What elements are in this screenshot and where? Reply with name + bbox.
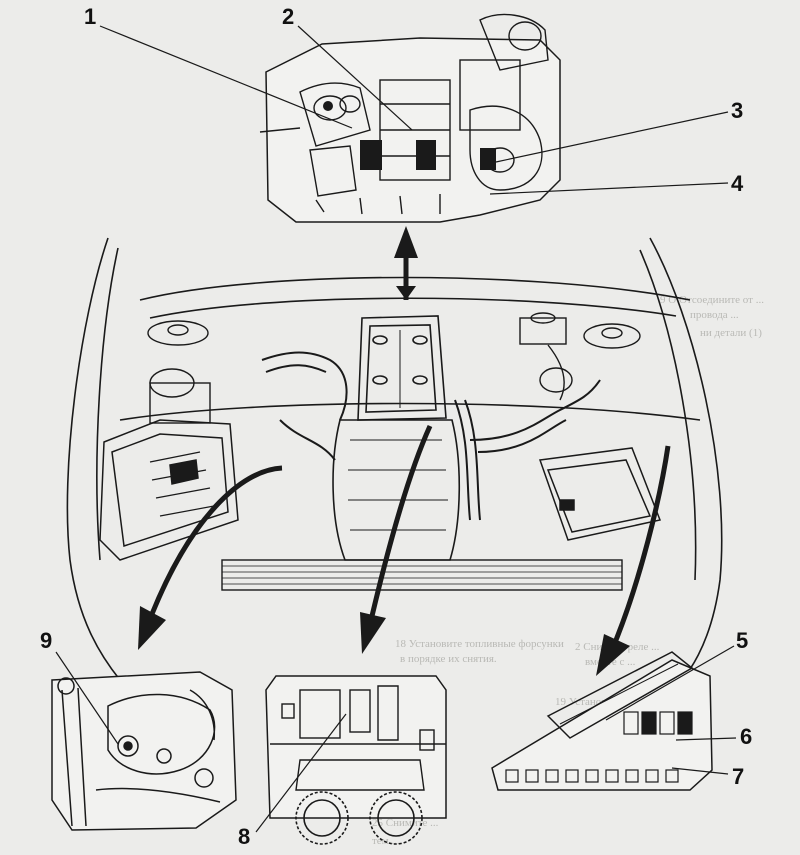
bleed-line: 9 О Отсоедините от ...: [660, 294, 764, 306]
cylinder-head: [357, 315, 447, 421]
battery: [538, 447, 662, 541]
hoses: [261, 351, 601, 521]
arrow-left: [149, 465, 283, 615]
coolant-reservoir: [149, 368, 211, 424]
bleed-line: ни детали (1): [700, 327, 762, 339]
strut-tower-right: [583, 323, 641, 349]
strut-tower-left: [147, 320, 209, 346]
relay-cells: [505, 711, 693, 783]
fuse-cell: [565, 769, 579, 783]
relay-cell: [641, 711, 657, 735]
callout-7: 7: [732, 764, 744, 789]
bleed-line: провода ...: [690, 309, 739, 321]
arrow-center: [369, 424, 433, 617]
relay-cell: [623, 711, 639, 735]
arrow-right: [613, 445, 671, 641]
bleed-line: 18 Установите топливные форсунки: [395, 638, 564, 650]
inset-top: [259, 13, 561, 223]
relay-cell: [677, 711, 693, 735]
inset-relay-box: [491, 651, 713, 791]
radiator: [221, 559, 623, 591]
fuse-cell: [625, 769, 639, 783]
bleed-line: тем ...: [372, 835, 400, 847]
fuse-cell: [605, 769, 619, 783]
fuse-cell: [585, 769, 599, 783]
air-filter-box: [99, 419, 239, 561]
pointer-arrows: [138, 226, 671, 676]
intake-manifold: [332, 419, 461, 561]
bleed-line: в порядке их снятия.: [400, 653, 497, 665]
callout-6: 6: [740, 724, 752, 749]
brake-reservoir: [519, 312, 573, 401]
callout-numbers: 1 2 3 4 5 6 7 8 9: [40, 4, 752, 849]
bleed-line: 25 Снимите ...: [372, 817, 439, 829]
timing-gears: [295, 791, 423, 845]
callout-4: 4: [731, 171, 744, 196]
inset-bottom-center: [265, 675, 447, 845]
callout-2: 2: [282, 4, 294, 29]
callout-8: 8: [238, 824, 250, 849]
engine-bay-outline: [66, 237, 723, 701]
fuse-cell: [545, 769, 559, 783]
relay-cell: [659, 711, 675, 735]
inset-bottom-left: [51, 671, 237, 831]
callout-1: 1: [84, 4, 96, 29]
fuse-cell: [505, 769, 519, 783]
fuse-cell: [645, 769, 659, 783]
callout-3: 3: [731, 98, 743, 123]
fuse-cell: [525, 769, 539, 783]
fuse-cell: [665, 769, 679, 783]
callout-9: 9: [40, 628, 52, 653]
callout-5: 5: [736, 628, 748, 653]
leader-lines: [55, 25, 737, 833]
